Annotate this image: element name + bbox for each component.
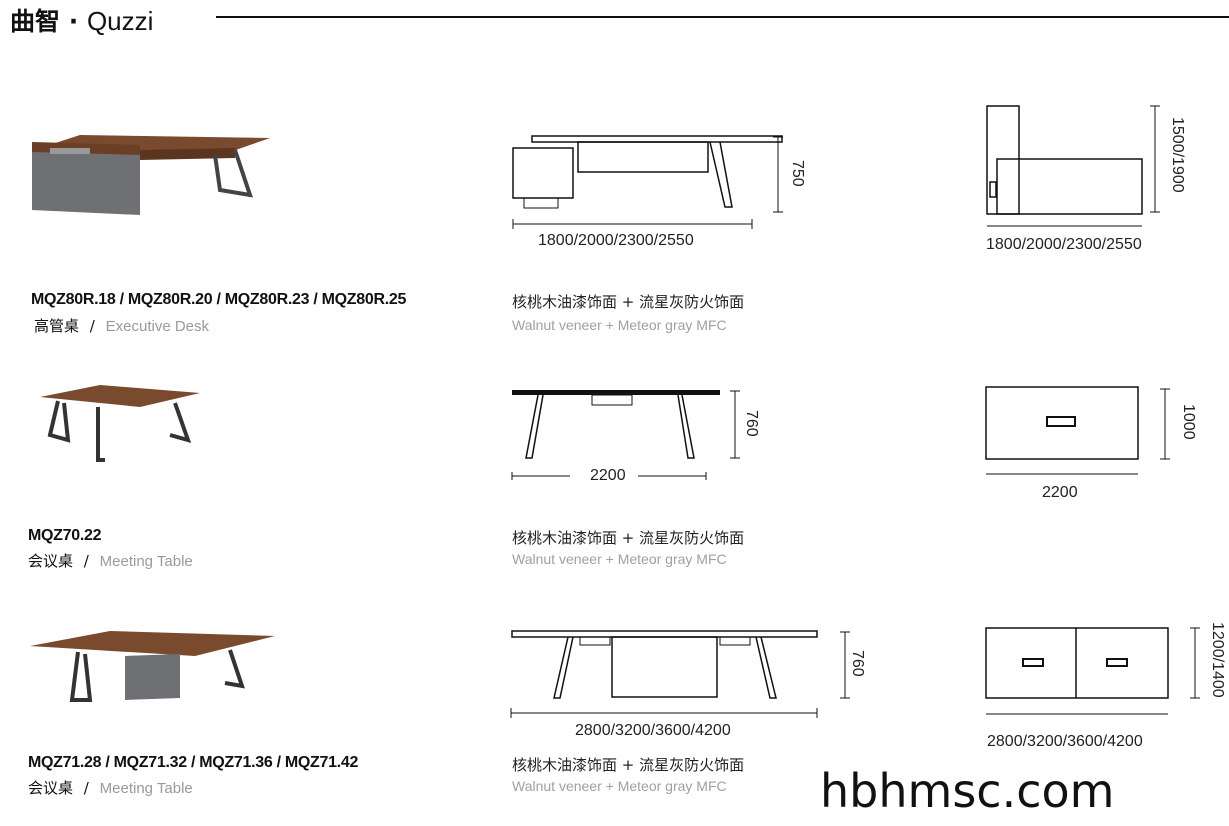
meeting-table-photo (40, 385, 200, 462)
meeting-table-front-view (511, 390, 740, 480)
top-depth-label: 1000 (1180, 404, 1197, 440)
top-width-label: 2800/3200/3600/4200 (987, 733, 1143, 750)
product-type: 会议桌 / Meeting Table (28, 777, 193, 798)
type-cn: 会议桌 (28, 779, 74, 797)
front-height-label: 750 (789, 160, 806, 187)
product-model: MQZ70.22 (28, 527, 102, 544)
top-width-label: 1800/2000/2300/2550 (986, 236, 1142, 253)
front-width-label: 2200 (590, 467, 626, 484)
large-meeting-table-photo (30, 631, 275, 702)
product-type: 会议桌 / Meeting Table (28, 550, 193, 571)
large-meeting-table-front-view (510, 630, 850, 718)
executive-desk-top-view (986, 105, 1160, 227)
brand-en: Quzzi (86, 6, 154, 36)
type-cn: 会议桌 (28, 552, 74, 570)
type-en: Meeting Table (99, 780, 193, 797)
front-width-label: 1800/2000/2300/2550 (538, 232, 694, 249)
executive-desk-front-view (512, 135, 783, 229)
product-model: MQZ80R.18 / MQZ80R.20 / MQZ80R.23 / MQZ8… (31, 291, 407, 308)
executive-desk-photo (32, 135, 270, 215)
type-slash: / (89, 317, 95, 335)
top-width-label: 2200 (1042, 484, 1078, 501)
brand-title: 曲智 · Quzzi (10, 2, 153, 38)
front-width-label: 2800/3200/3600/4200 (575, 722, 731, 739)
product-type: 高管桌 / Executive Desk (34, 315, 209, 336)
material-cn: 核桃木油漆饰面 + 流星灰防火饰面 (512, 756, 745, 774)
brand-cn: 曲智 (10, 7, 61, 36)
watermark: hbhmsc.com (820, 764, 1115, 818)
front-height-label: 760 (849, 650, 866, 677)
header-rule (216, 16, 1229, 18)
type-en: Executive Desk (105, 318, 210, 335)
top-depth-label: 1200/1400 (1209, 622, 1226, 698)
product-model: MQZ71.28 / MQZ71.32 / MQZ71.36 / MQZ71.4… (28, 754, 359, 771)
material-cn: 核桃木油漆饰面 + 流星灰防火饰面 (512, 293, 745, 311)
type-slash: / (83, 552, 89, 570)
type-slash: / (83, 779, 89, 797)
front-height-label: 760 (743, 410, 760, 437)
material-en: Walnut veneer + Meteor gray MFC (512, 551, 727, 567)
meeting-table-top-view (985, 386, 1170, 475)
large-meeting-table-top-view (985, 627, 1200, 715)
brand-separator: · (68, 7, 79, 36)
type-en: Meeting Table (99, 553, 193, 570)
material-en: Walnut veneer + Meteor gray MFC (512, 317, 727, 333)
material-cn: 核桃木油漆饰面 + 流星灰防火饰面 (512, 529, 745, 547)
material-en: Walnut veneer + Meteor gray MFC (512, 778, 727, 794)
type-cn: 高管桌 (34, 317, 80, 335)
top-depth-label: 1500/1900 (1169, 117, 1186, 193)
